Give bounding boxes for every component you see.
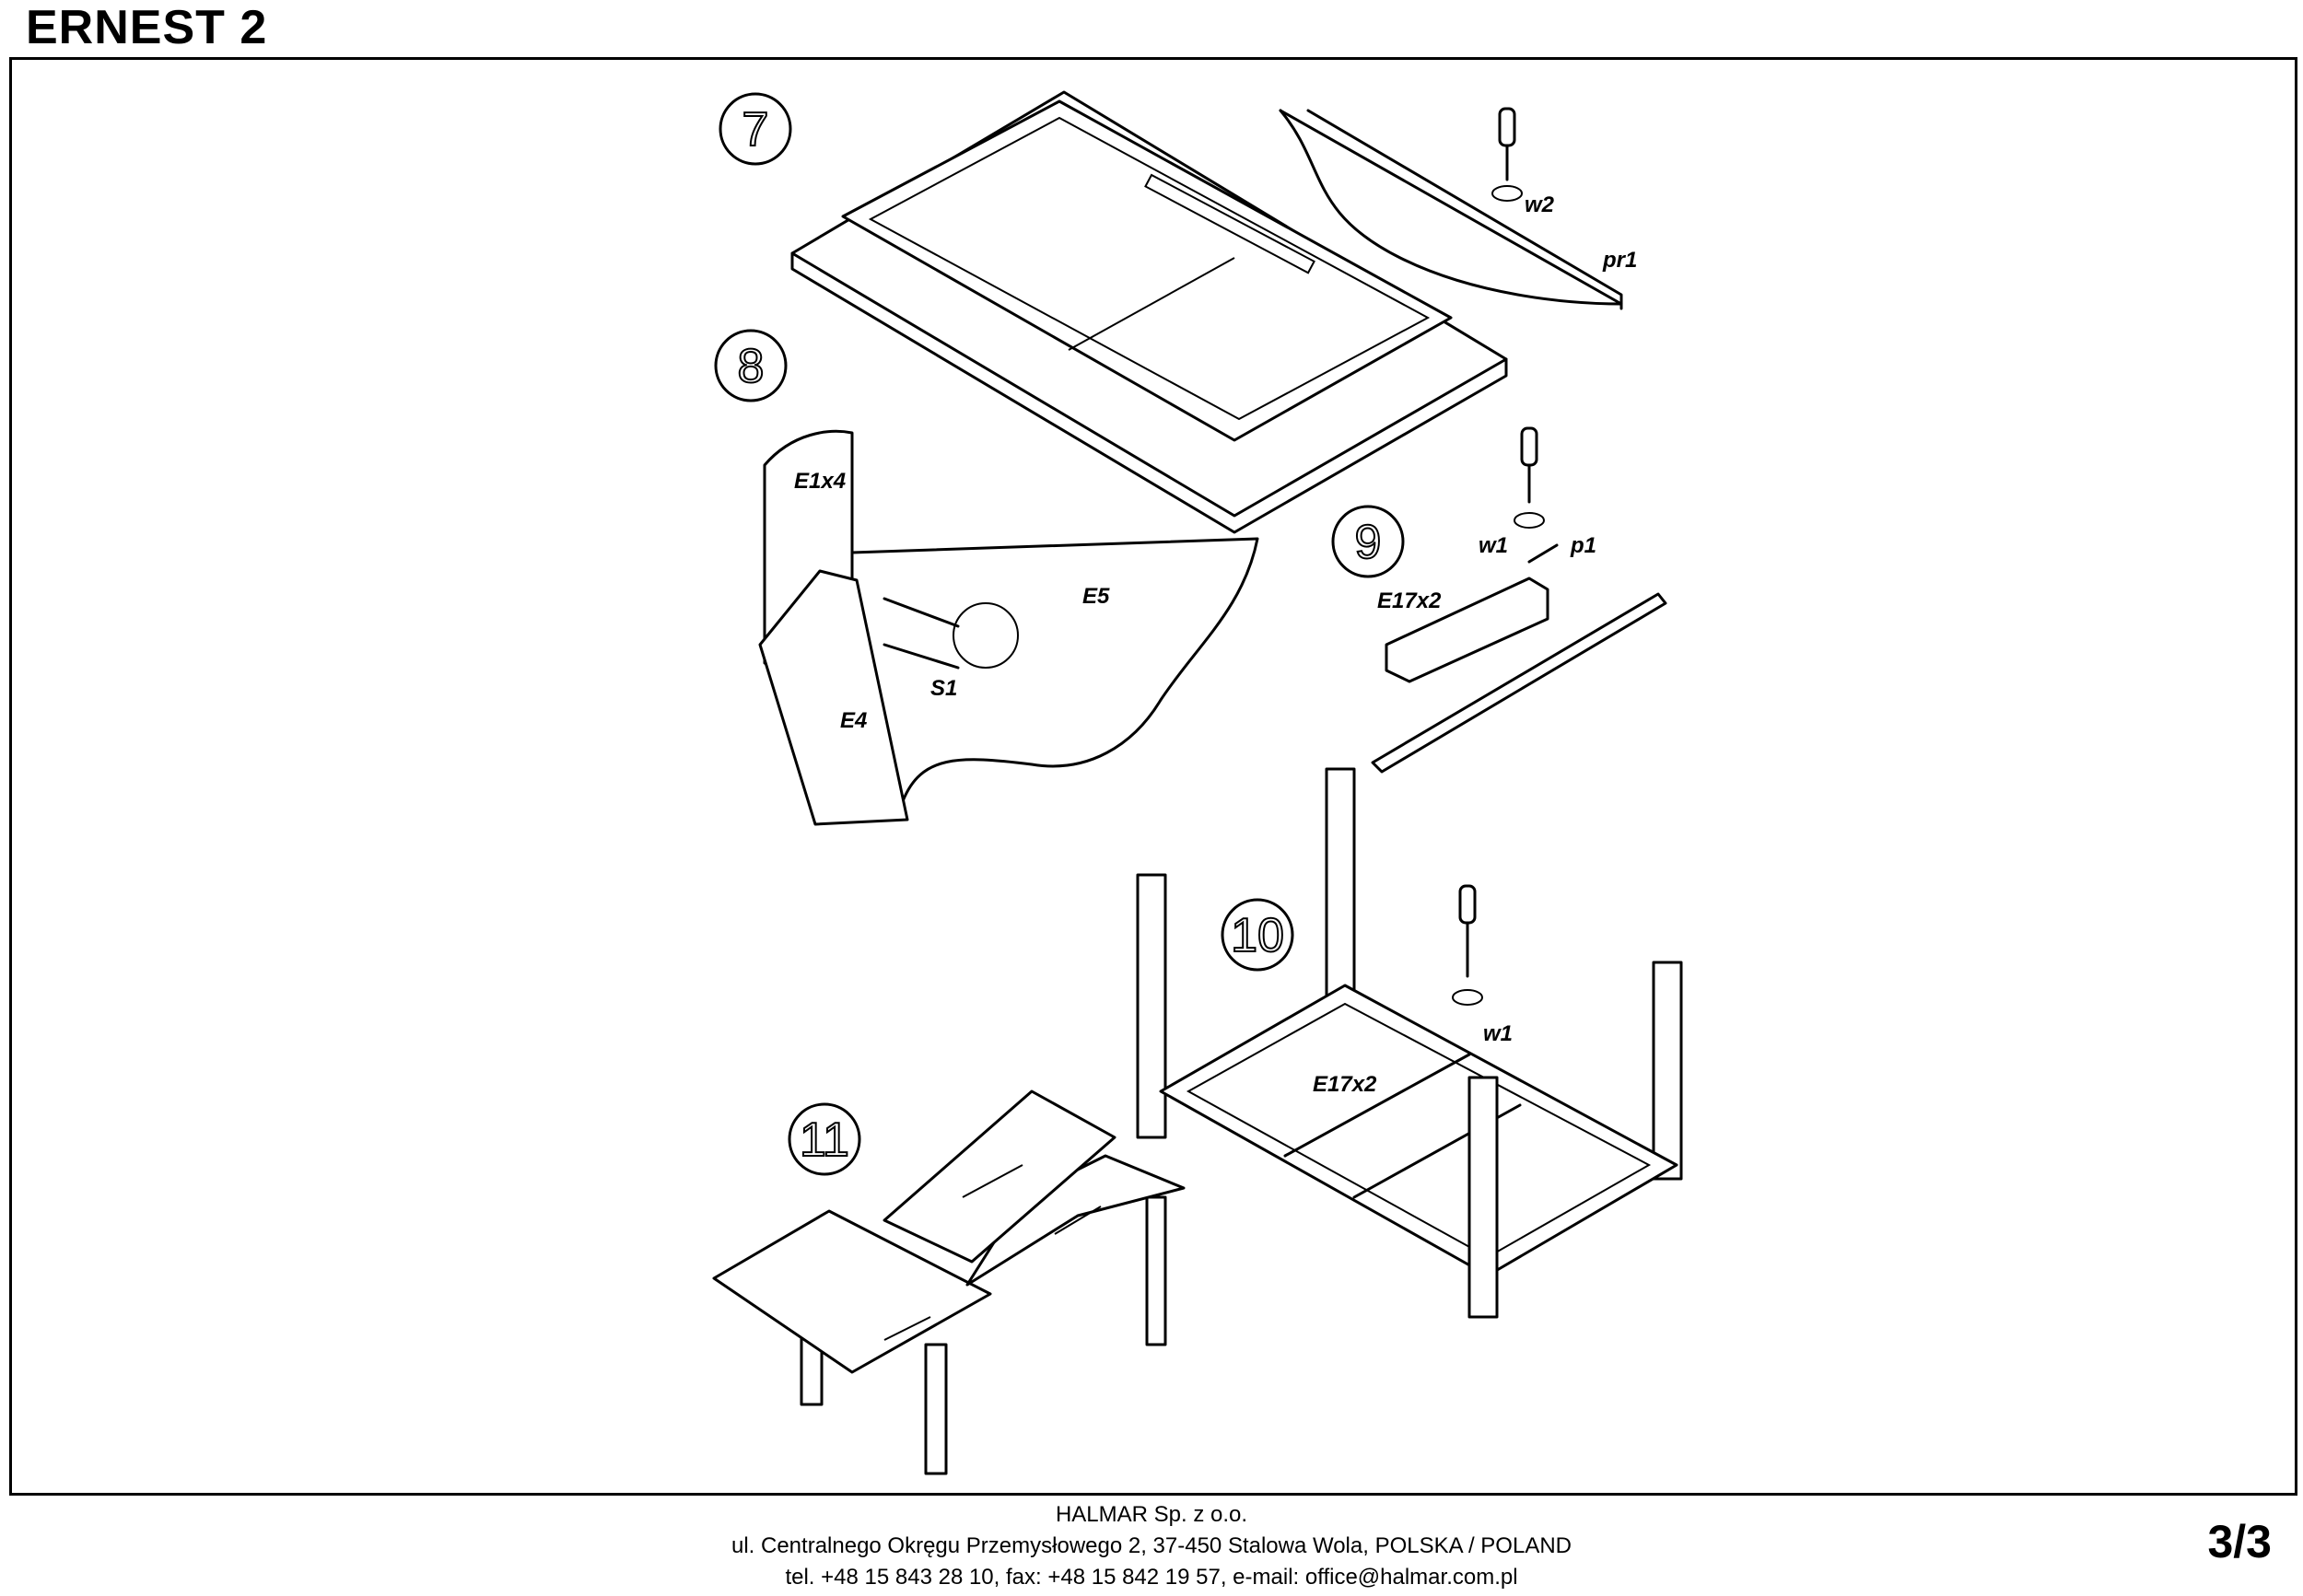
- step-10-leg: [1136, 873, 1167, 1139]
- step-11-leaf-left: [712, 1209, 992, 1374]
- screwdriver-icon: [1458, 884, 1477, 978]
- step-10-leg: [1467, 1076, 1499, 1319]
- step-11-leg: [1145, 1195, 1167, 1346]
- label-e5: E5: [1082, 584, 1110, 609]
- label-s1: S1: [930, 676, 957, 701]
- rotation-arrow-icon: [1452, 989, 1483, 1006]
- label-e17x2: E17x2: [1313, 1072, 1377, 1097]
- drawing-frame: [9, 57, 2297, 1496]
- label-pr1: pr1: [1602, 248, 1637, 273]
- arrow-icon: [883, 1316, 931, 1341]
- footer-contact: tel. +48 15 843 28 10, fax: +48 15 842 1…: [785, 1565, 1518, 1590]
- step-9-rail-e17: [1385, 577, 1549, 683]
- label-w2: w2: [1525, 192, 1555, 217]
- label-e17x2: E17x2: [1377, 588, 1442, 613]
- plate-p1: [1527, 543, 1559, 564]
- step-11: 11: [712, 1089, 1186, 1475]
- screwdriver-icon: [1498, 107, 1516, 181]
- step-11-number: 11: [800, 1113, 849, 1167]
- step-8-rail-e5: [850, 537, 1259, 803]
- step-9-circle: [1331, 505, 1405, 578]
- bolt-icon: [883, 597, 960, 628]
- step-9-runner-bar: [1371, 592, 1667, 774]
- label-e4: E4: [840, 708, 867, 733]
- step-10-circle: [1221, 898, 1294, 972]
- label-e1x4: E1x4: [794, 469, 846, 494]
- footer-address: ul. Centralnego Okręgu Przemysłowego 2, …: [731, 1533, 1572, 1558]
- step-7-circle: [719, 92, 792, 166]
- step-7-detail-outline: [1279, 109, 1623, 306]
- step-8: 8 E1x4 E5 S1 E4: [714, 329, 1259, 826]
- rotation-arrow-icon: [1491, 185, 1523, 202]
- step-8-detail-circle: [953, 602, 1019, 669]
- arrow-icon: [962, 1164, 1023, 1198]
- step-7: 7 w2 pr1: [719, 90, 1637, 534]
- step-7-apron: [841, 99, 1453, 442]
- screwdriver-icon: [1520, 426, 1538, 504]
- step-10-leg: [1652, 961, 1683, 1181]
- step-8-rail-e4: [758, 569, 909, 826]
- rotation-arrow-icon: [1514, 512, 1545, 529]
- step-9: 9 w1 p1 E17x2: [1331, 426, 1667, 774]
- step-10-number: 10: [1231, 909, 1284, 962]
- step-11-leg: [924, 1343, 948, 1475]
- step-10: 10 w1 E17x2: [1136, 767, 1683, 1319]
- step-10-leg: [1325, 767, 1356, 1001]
- bolt-icon: [883, 643, 960, 670]
- step-11-circle: [788, 1102, 861, 1176]
- label-p1: p1: [1570, 533, 1596, 558]
- label-w1: w1: [1483, 1021, 1513, 1046]
- label-w1: w1: [1479, 533, 1508, 558]
- step-10-frame: [1159, 984, 1678, 1277]
- step-8-circle: [714, 329, 788, 402]
- arrow-icon: [1054, 1206, 1102, 1235]
- footer: HALMAR Sp. z o.o. ul. Centralnego Okręgu…: [0, 1499, 2303, 1593]
- document-title: ERNEST 2: [26, 1, 268, 54]
- step-8-number: 8: [738, 340, 765, 393]
- page-number: 3/3: [2207, 1516, 2272, 1567]
- footer-company: HALMAR Sp. z o.o.: [1055, 1502, 1248, 1527]
- step-9-number: 9: [1355, 516, 1382, 569]
- step-7-number: 7: [742, 103, 769, 157]
